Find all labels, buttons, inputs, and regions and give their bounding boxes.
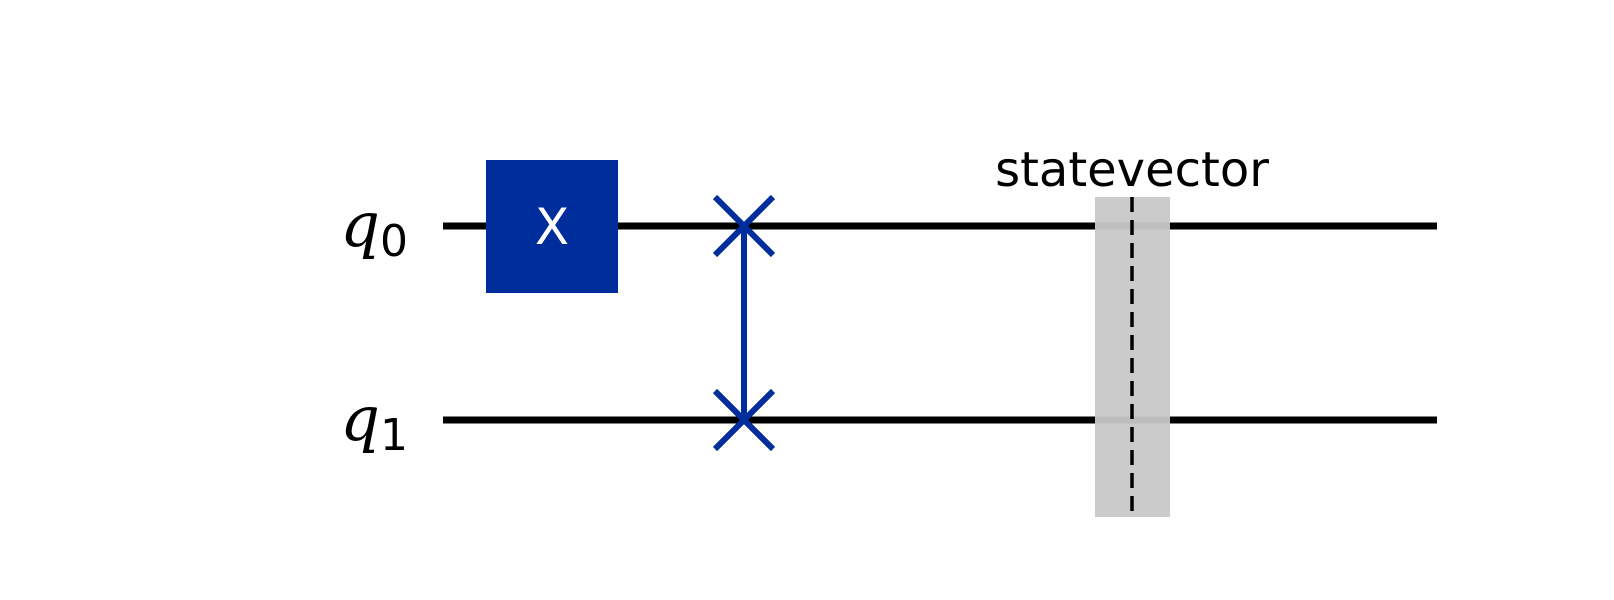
swap-cross-q0 (712, 194, 776, 258)
x-gate: X (486, 160, 618, 293)
qubit-label-q0: q0 (340, 188, 408, 267)
x-gate-label: X (535, 198, 569, 256)
swap-cross-q1 (712, 388, 776, 452)
qubit-label-q1-name: q (340, 382, 380, 455)
qubit-label-q0-index: 0 (380, 216, 408, 267)
x-gate-box (486, 160, 618, 293)
barrier-label: statevector (995, 142, 1269, 198)
qubit-label-q1-index: 1 (380, 410, 408, 461)
qubit-label-q1: q1 (340, 382, 408, 461)
barrier: statevector (995, 142, 1269, 517)
swap-gate (712, 194, 776, 452)
qubit-label-q0-name: q (340, 188, 380, 261)
